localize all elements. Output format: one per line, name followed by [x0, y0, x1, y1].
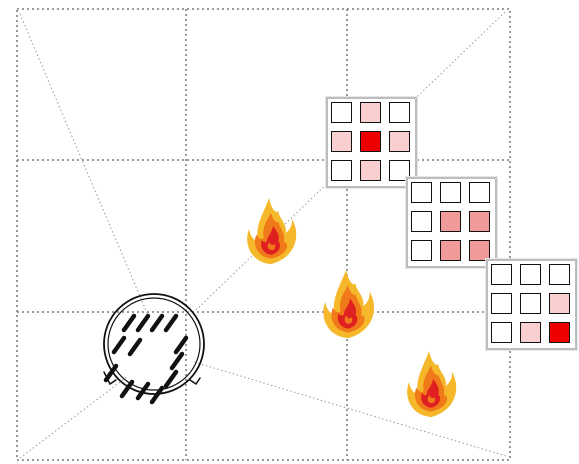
heat-cell — [411, 182, 432, 203]
heat-cell — [360, 102, 381, 123]
patch-grid — [331, 102, 412, 181]
sensor-element — [176, 338, 186, 352]
heat-cell — [440, 211, 461, 232]
heat-patch-middle — [406, 177, 497, 268]
heat-cell — [331, 131, 352, 152]
sensor-element — [172, 354, 182, 368]
fire-icon — [323, 270, 374, 338]
heat-cell — [520, 293, 541, 314]
heat-cell — [440, 182, 461, 203]
heat-cell — [520, 264, 541, 285]
drone-sensor-icon — [104, 294, 204, 402]
sensor-element — [152, 316, 162, 330]
sensor-element — [124, 316, 134, 330]
heat-cell — [360, 131, 381, 152]
heat-cell — [389, 131, 410, 152]
heat-cell — [331, 160, 352, 181]
fire-icon — [407, 351, 456, 417]
sensor-element — [138, 316, 148, 330]
heat-cell — [520, 322, 541, 343]
heat-cell — [440, 240, 461, 261]
sight-line-top-left — [20, 14, 150, 320]
heat-cell — [491, 322, 512, 343]
heat-cell — [469, 211, 490, 232]
heat-cell — [491, 293, 512, 314]
sensor-tab-right — [190, 378, 200, 384]
heat-cell — [549, 293, 570, 314]
heat-patch-upper — [326, 97, 417, 188]
patch-grid — [411, 182, 492, 261]
heat-cell — [491, 264, 512, 285]
sight-line-bottom-left — [20, 376, 128, 458]
patch-grid — [491, 264, 572, 343]
sensor-element — [114, 338, 124, 352]
heat-cell — [360, 160, 381, 181]
sight-line-bottom-right — [194, 362, 506, 456]
heat-cell — [549, 264, 570, 285]
sensor-element — [166, 316, 176, 330]
heat-cell — [411, 240, 432, 261]
heat-cell — [549, 322, 570, 343]
heat-cell — [389, 102, 410, 123]
heat-patch-lower — [486, 259, 577, 350]
heat-cell — [411, 211, 432, 232]
sensor-element — [130, 340, 140, 354]
heat-cell — [469, 182, 490, 203]
sensor-element — [166, 372, 176, 386]
heat-cell — [469, 240, 490, 261]
heat-cell — [331, 102, 352, 123]
fire-icon — [247, 198, 296, 264]
